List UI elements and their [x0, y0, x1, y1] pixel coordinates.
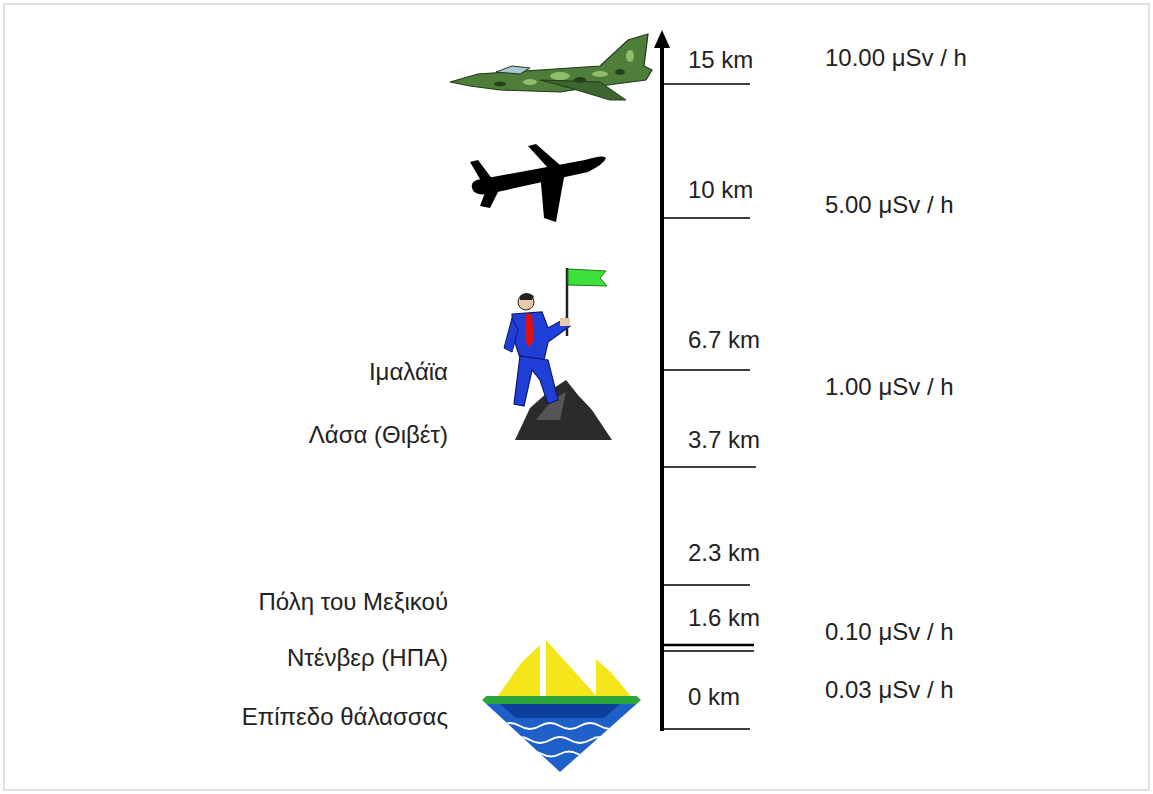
place-label: Ιμαλάϊα — [369, 358, 448, 386]
sea-level-sailboat-icon — [480, 624, 644, 774]
altitude-label: 6.7 km — [688, 326, 760, 354]
fighter-jet-icon — [450, 34, 652, 100]
altitude-label: 10 km — [688, 176, 753, 204]
place-label: Πόλη του Μεξικού — [259, 588, 448, 616]
place-label: Επίπεδο θάλασσας — [242, 703, 448, 731]
place-label: Λάσα (Θιβέτ) — [309, 421, 448, 449]
altitude-label: 15 km — [688, 46, 753, 74]
frame — [4, 4, 1149, 790]
altitude-ticks — [662, 84, 756, 729]
dose-rate-label: 5.00 μSv / h — [825, 191, 954, 219]
dose-rate-label: 0.10 μSv / h — [825, 618, 954, 646]
axis-arrowhead — [654, 30, 670, 48]
altitude-label: 0 km — [688, 683, 740, 711]
altitude-axis — [660, 44, 664, 731]
dose-rate-label: 0.03 μSv / h — [825, 676, 954, 704]
altitude-label: 3.7 km — [688, 426, 760, 454]
dose-rate-label: 10.00 μSv / h — [825, 44, 967, 72]
altitude-label: 2.3 km — [688, 539, 760, 567]
dose-rate-label: 1.00 μSv / h — [825, 373, 954, 401]
airplane-icon — [470, 144, 606, 222]
place-label: Ντένβερ (ΗΠΑ) — [287, 644, 448, 672]
altitude-label: 1.6 km — [688, 604, 760, 632]
climber-icon — [504, 268, 612, 440]
